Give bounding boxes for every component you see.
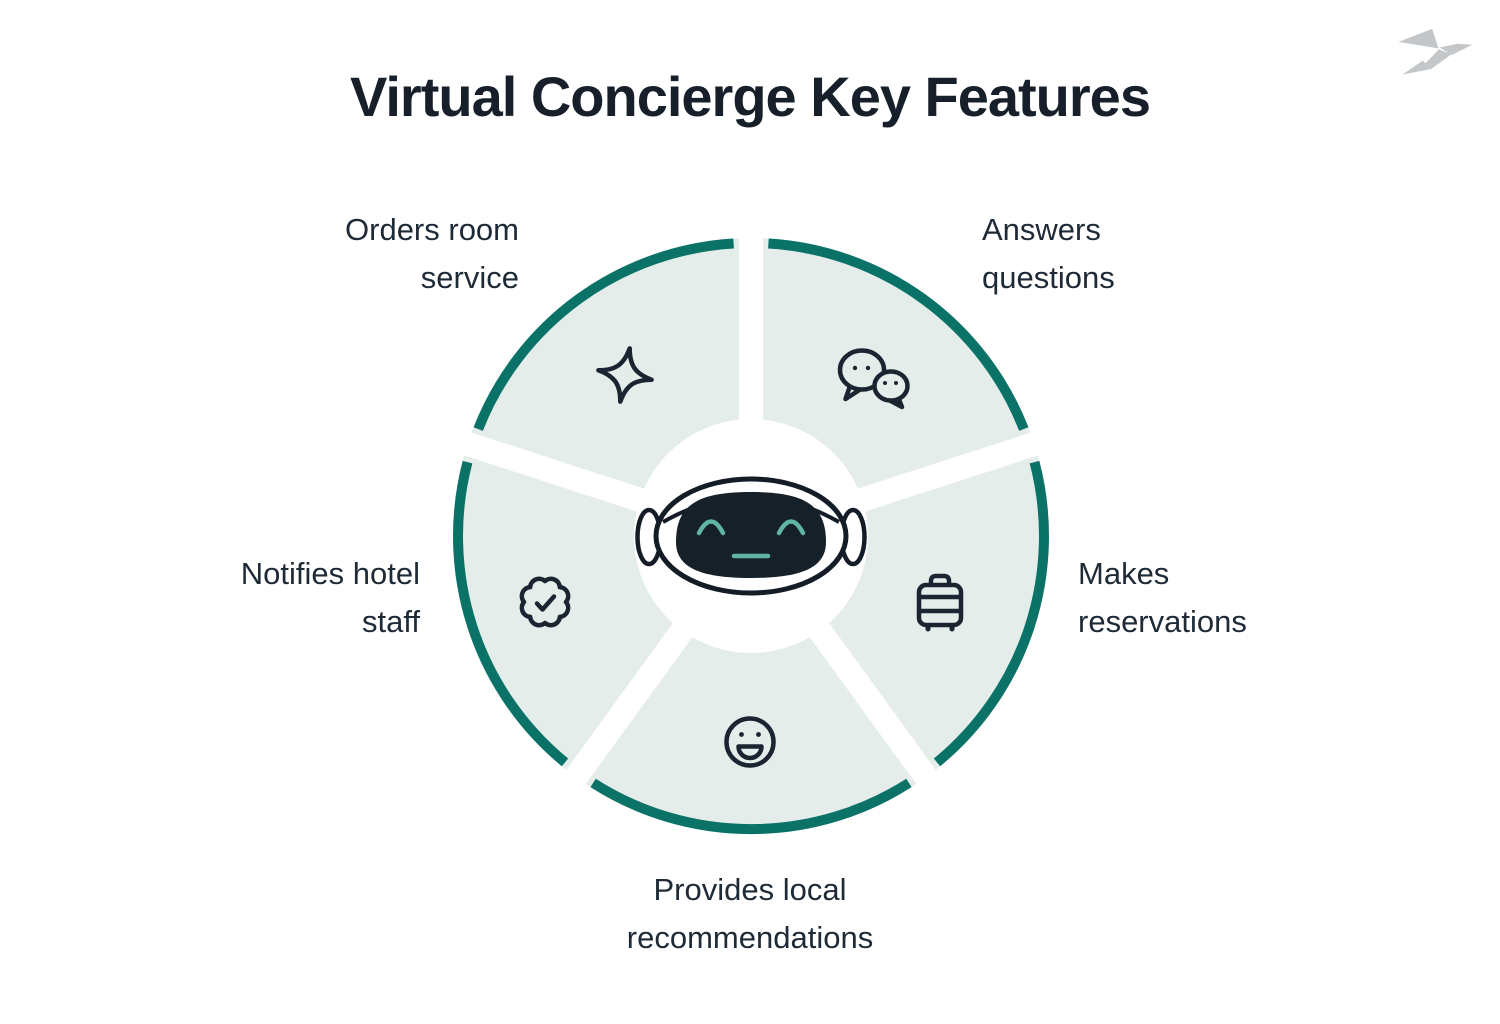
- logo-body: [1425, 49, 1452, 69]
- page-title: Virtual Concierge Key Features: [350, 65, 1151, 128]
- badge-check-icon: [519, 576, 571, 628]
- robot-screen: [676, 492, 826, 578]
- sector-provides-local-recommendations: [575, 536, 927, 835]
- robot-right-eye: [776, 519, 806, 536]
- label-makes-reservations: Makes reservations: [1078, 556, 1247, 639]
- logo-tail: [1402, 60, 1432, 75]
- label-provides-local-recommendations: Provides local recommendations: [626, 872, 874, 955]
- label-orders-room-service: Orders room service: [345, 212, 519, 295]
- origami-bird-icon: [1392, 17, 1476, 79]
- logo-wing: [1398, 28, 1439, 49]
- robot-face-icon: [635, 476, 867, 596]
- feature-wheel: [450, 224, 1052, 835]
- luggage-icon: [916, 573, 964, 632]
- label-answers-questions: Answers questions: [982, 212, 1115, 295]
- smiley-face-icon: [724, 716, 776, 768]
- logo-head: [1439, 43, 1473, 55]
- sparkle-icon: [596, 346, 654, 404]
- robot-left-eye: [696, 519, 726, 536]
- label-notifies-hotel-staff: Notifies hotel staff: [240, 556, 420, 639]
- chat-bubbles-icon: [837, 348, 910, 410]
- wheel-rim-arcs: [453, 238, 1049, 835]
